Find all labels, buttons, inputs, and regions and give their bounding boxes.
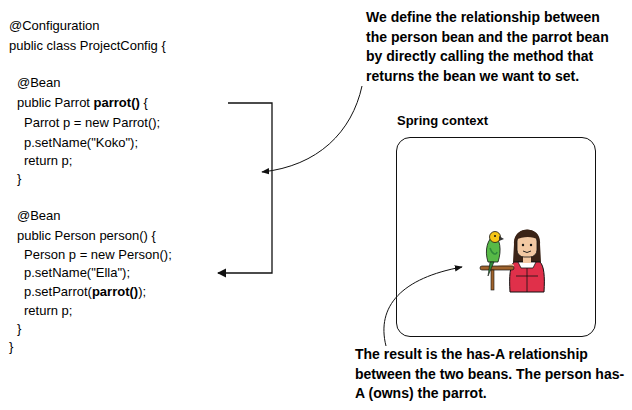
code-line: public Parrotparrot(){ [17, 95, 148, 111]
code-text: public class ProjectConfig { [9, 38, 166, 54]
context-box: Spring context [396, 137, 596, 337]
code-text: p.setParrot( [24, 284, 92, 300]
code-line: public Person person() { [17, 228, 156, 244]
code-text: public Person person() { [17, 228, 156, 244]
person-parrot-illustration [480, 230, 544, 293]
code-text: } [17, 321, 21, 337]
code-line: p.setName("Ella"); [24, 265, 130, 281]
code-line: @Configuration [9, 18, 100, 34]
code-line: } [9, 339, 13, 355]
callout-leader [262, 86, 362, 172]
code-line: return p; [24, 303, 72, 319]
reference-arrow [218, 103, 272, 273]
code-line: } [17, 321, 21, 337]
code-line: public class ProjectConfig { [9, 38, 166, 54]
code-line: @Bean [17, 208, 61, 224]
code-text: p.setName("Koko"); [24, 135, 138, 151]
code-text: return p; [24, 153, 72, 169]
code-line: } [17, 171, 21, 187]
code-line: @Bean [17, 75, 61, 91]
code-text: public Parrot [17, 95, 90, 111]
callout-text: We define the relationship between the p… [366, 9, 609, 84]
code-text: } [17, 171, 21, 187]
code-text: return p; [24, 303, 72, 319]
code-text: } [9, 339, 13, 355]
code-text: ); [138, 284, 146, 300]
code-text: @Bean [17, 75, 61, 91]
code-line: Parrot p = new Parrot(); [24, 115, 160, 131]
code-text: Parrot p = new Parrot(); [24, 115, 160, 131]
method-call: parrot() [94, 95, 140, 111]
code-text: @Configuration [9, 18, 100, 34]
callout-note: We define the relationship between the p… [366, 8, 624, 86]
code-text: p.setName("Ella"); [24, 265, 130, 281]
code-text: @Bean [17, 208, 61, 224]
code-line: return p; [24, 153, 72, 169]
callout-text: The result is the has-A relationship bet… [355, 346, 624, 401]
method-call: parrot() [92, 284, 138, 300]
code-line: Person p = new Person(); [24, 247, 172, 263]
code-text: Person p = new Person(); [24, 247, 172, 263]
code-text: { [143, 95, 147, 111]
code-line: p.setName("Koko"); [24, 135, 138, 151]
callout-note: The result is the has-A relationship bet… [355, 345, 625, 404]
code-line: p.setParrot(parrot()); [24, 284, 146, 300]
context-title: Spring context [397, 113, 488, 128]
